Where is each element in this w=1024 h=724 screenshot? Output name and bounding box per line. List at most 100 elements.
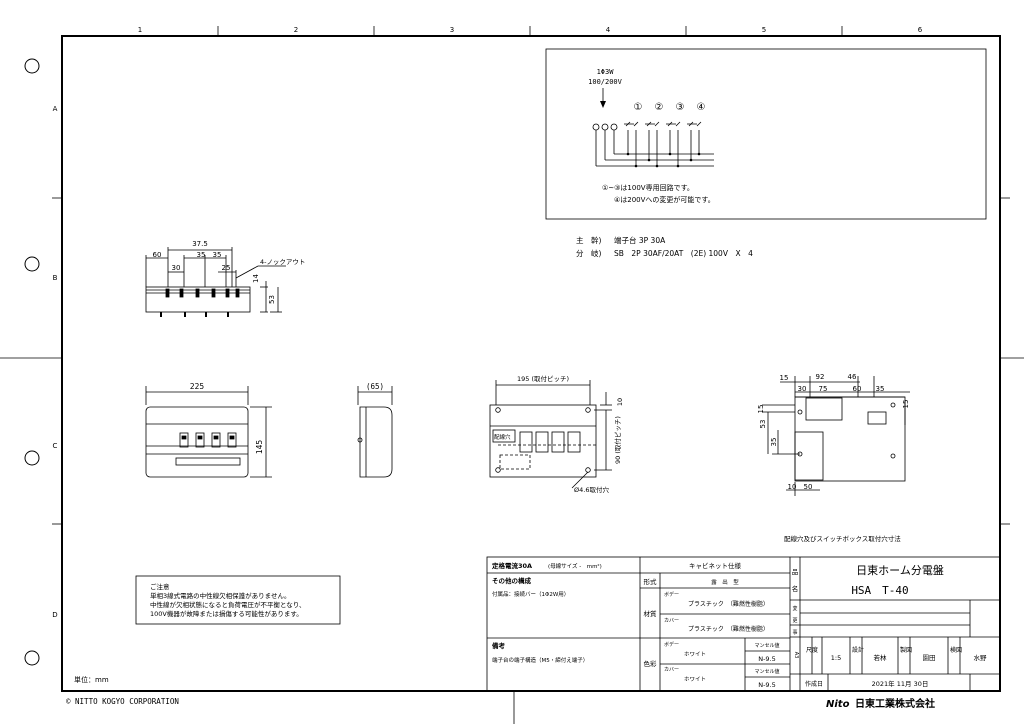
ruler-top-2: 2 — [294, 26, 298, 34]
box-dim-50: 50 — [804, 483, 813, 491]
form-value: 露 出 型 — [711, 578, 739, 586]
box-dim-15b: 15 — [902, 400, 910, 409]
model-number: HSA T-40 — [851, 584, 908, 597]
cover-munsell: N-9.5 — [758, 681, 776, 689]
binder-hole — [24, 450, 40, 466]
color-label: 色彩 — [644, 659, 658, 668]
ruler-side-b: B — [53, 274, 58, 282]
side-depth: (65) — [366, 382, 384, 391]
remarks-text: 端子台の端子構造（M5・締付え端子） — [492, 656, 588, 664]
unit-label: 単位：mm — [74, 675, 109, 684]
cover-color-label: カバー — [664, 667, 679, 673]
cover-label: カバー — [664, 618, 679, 624]
remarks-title: 備考 — [492, 641, 506, 650]
box-dim-10: 10 — [788, 483, 797, 491]
dim-37-5: 37.5 — [192, 240, 208, 248]
front-width: 225 — [190, 382, 205, 391]
cover-material: プラスチック （難燃性樹脂） — [688, 625, 769, 633]
knockout-label: 4-ノックアウト — [260, 258, 305, 266]
dim-53: 53 — [268, 295, 276, 304]
caution-line-1: 単相3線式電路の中性線欠相保護がありません。 — [150, 591, 290, 600]
logo-mark: Nito — [826, 699, 850, 710]
binder-holes — [24, 58, 40, 666]
title-block — [486, 556, 1001, 692]
box-view — [762, 376, 910, 496]
box-dim-30: 30 — [798, 385, 807, 393]
rated-current: 定格電流30A — [491, 561, 532, 570]
body-munsell: N-9.5 — [758, 655, 776, 663]
body-color: ホワイト — [684, 651, 706, 658]
supply-phase: 1Φ3W — [597, 68, 615, 76]
circuit-note-2: ④は200Vへの変更が可能です。 — [614, 195, 715, 204]
company-logo: Nito 日東工業株式会社 — [826, 697, 935, 710]
cover-color: ホワイト — [684, 676, 706, 683]
front-height: 145 — [255, 440, 264, 455]
caution-box: ご注意 単相3線式電路の中性線欠相保護がありません。 中性線が欠相状態になると負… — [135, 575, 341, 625]
spec-main-label: 主 幹) — [576, 235, 601, 245]
created-date: 2021年 11月 30日 — [872, 679, 929, 688]
box-dim-92: 92 — [816, 373, 825, 381]
ruler-side-a: A — [53, 105, 58, 113]
box-dim-35v: 35 — [770, 438, 778, 447]
dim-60: 60 — [153, 251, 162, 259]
top-view — [145, 247, 286, 317]
circuit-number-4: ④ — [697, 102, 706, 113]
caution-line-3: 100V機器が故障または損傷する可能性があります。 — [150, 609, 303, 618]
name-label-1: 品 — [792, 568, 799, 576]
dim-30: 30 — [172, 264, 181, 272]
mount-pitch: 195 (取付ピッチ) — [517, 374, 569, 383]
checker: 水野 — [974, 653, 988, 662]
binder-hole — [24, 650, 40, 666]
box-dim-53: 53 — [759, 420, 767, 429]
front-view — [145, 386, 272, 478]
wiring-hole-label: 配線穴 — [494, 433, 511, 441]
body-material: プラスチック （難燃性樹脂） — [688, 600, 769, 608]
caution-title: ご注意 — [150, 582, 170, 591]
revision-label-2: 更 — [792, 618, 797, 624]
design-label: 設計 — [852, 646, 864, 654]
name-label-2: 名 — [792, 584, 799, 593]
form-label: 形式 — [644, 577, 658, 586]
other-config-title: その他の構成 — [492, 576, 532, 585]
date-label: 作成日 — [805, 680, 823, 688]
binder-hole — [24, 58, 40, 74]
caution-line-2: 中性線が欠相状態になると負荷電圧が不平衡となり、 — [150, 600, 306, 609]
ruler-top-5: 5 — [762, 26, 766, 34]
ruler-top-6: 6 — [918, 26, 923, 34]
mounting-view — [489, 380, 612, 489]
arrow-down-icon — [600, 101, 606, 108]
circuit-number-2: ② — [655, 102, 664, 113]
body-color-label: ボデー — [664, 641, 679, 648]
circuit-note-1: ①~③は100V専用回路です。 — [602, 183, 694, 192]
copyright: © NITTO KOGYO CORPORATION — [66, 697, 179, 706]
revision-label-1: 変 — [792, 605, 797, 612]
designer: 若林 — [874, 653, 888, 662]
mount-dim-90: 90 (取付ピッチ) — [613, 416, 622, 464]
wire-size: (母線サイズ - mm²) — [548, 562, 602, 570]
supply-voltage: 100/200V — [588, 78, 623, 86]
accessory: 付属品：接続バー（1Φ2W用） — [492, 590, 569, 598]
ruler-side-d: D — [52, 611, 57, 619]
dim-35b: 35 — [213, 251, 222, 259]
spec-main-value: 端子台 3P 30A — [614, 235, 666, 245]
mount-dim-10: 10 — [616, 398, 624, 406]
spec-branch-label: 分 岐) — [576, 248, 601, 258]
dim-25: 25 — [222, 264, 231, 272]
box-dim-60: 60 — [853, 385, 862, 393]
ruler-top-3: 3 — [450, 26, 454, 34]
drawing-label: 製図 — [900, 646, 912, 654]
dim-35a: 35 — [197, 251, 206, 259]
ruler-top-4: 4 — [606, 26, 611, 34]
spec-branch-value: SB 2P 30AF/20AT (2E) 100V X 4 — [614, 249, 753, 258]
scale-value: 1:5 — [831, 654, 841, 662]
box-dim-46: 46 — [848, 373, 857, 381]
body-label: ボデー — [664, 591, 679, 598]
binder-hole — [24, 256, 40, 272]
circuit-lines — [592, 121, 714, 167]
material-label: 材質 — [644, 609, 658, 618]
ruler-side-c: C — [53, 442, 58, 450]
circuit-number-1: ① — [634, 102, 643, 113]
cabinet-spec: キャビネット仕様 — [689, 561, 742, 570]
ruler-top-1: 1 — [138, 26, 142, 34]
